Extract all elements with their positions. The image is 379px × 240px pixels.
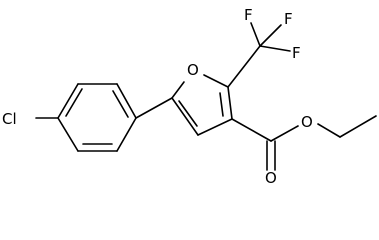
bond-aryl-furan bbox=[135, 97, 173, 119]
bond-ester-o-ch2 bbox=[317, 123, 341, 138]
bond-ring-a-6 bbox=[57, 117, 79, 152]
bond-furan-o-c2 bbox=[203, 74, 229, 88]
bond-ring-a-3-inner bbox=[112, 90, 129, 118]
atom-label-layer: Cl O F F F O O bbox=[2, 6, 313, 183]
atom-label-fluorine-3: F bbox=[292, 44, 301, 62]
bond-ring-a-1-inner bbox=[65, 88, 83, 117]
structure-canvas: Cl O F F F O O bbox=[2, 6, 377, 183]
bond-ring-a-1 bbox=[57, 83, 79, 119]
bond-ch2-ch3 bbox=[339, 115, 377, 138]
atom-label-carbonyl-oxygen: O bbox=[265, 169, 277, 183]
bond-furan-c4-c5 bbox=[171, 97, 199, 136]
bond-cf3-f2 bbox=[259, 24, 282, 47]
bond-furan-c2-c3-inner bbox=[219, 92, 224, 117]
molecule-structure: Cl O F F F O O bbox=[2, 6, 377, 183]
bond-c2-cf3 bbox=[227, 45, 261, 88]
bond-furan-c3-c4 bbox=[197, 118, 233, 136]
atom-label-chlorine: Cl bbox=[2, 110, 17, 128]
bond-cf3-f3 bbox=[259, 45, 291, 52]
bond-c3-carbonyl bbox=[231, 118, 272, 142]
bond-ring-a-4 bbox=[116, 117, 137, 152]
bond-furan-c4-c5-inner bbox=[178, 100, 198, 127]
bond-furan-c5-o bbox=[171, 81, 185, 99]
bond-furan-c2-c3 bbox=[227, 86, 233, 120]
bond-carbonyl-ester-o bbox=[270, 125, 299, 142]
bond-layer bbox=[35, 22, 377, 171]
bond-cf3-f1 bbox=[250, 22, 261, 47]
atom-label-fluorine-1: F bbox=[244, 6, 253, 24]
atom-label-ring-oxygen: O bbox=[187, 61, 199, 79]
atom-label-ester-oxygen: O bbox=[301, 113, 313, 131]
bond-ring-a-3 bbox=[116, 83, 137, 119]
atom-label-fluorine-2: F bbox=[284, 10, 293, 28]
